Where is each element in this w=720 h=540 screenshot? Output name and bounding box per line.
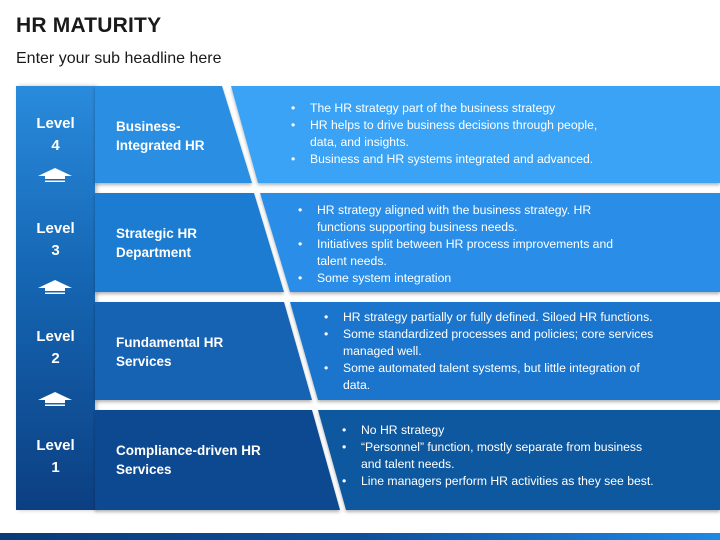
level-2-label: Level 2 <box>36 328 75 367</box>
list-item: Some system integration <box>295 270 613 287</box>
level-1-name-band <box>95 410 340 510</box>
level-4-label: Level 4 <box>36 115 75 154</box>
up-arrow-icon <box>38 168 72 182</box>
list-item: HR strategy partially or fully defined. … <box>321 309 653 326</box>
list-item: No HR strategy <box>339 422 654 439</box>
page-title: HR MATURITY <box>16 14 162 37</box>
level-3-name-band <box>95 193 284 292</box>
level-3-name: Strategic HR Department <box>116 226 198 260</box>
level-1-name: Compliance-driven HR Services <box>116 443 261 477</box>
up-arrow-icon <box>38 392 72 406</box>
list-item: Some standardized processes and policies… <box>321 326 653 360</box>
list-item: HR helps to drive business decisions thr… <box>288 117 597 151</box>
list-item: Some automated talent systems, but littl… <box>321 360 653 394</box>
list-item: Line managers perform HR activities as t… <box>339 473 654 490</box>
list-item: “Personnel” function, mostly separate fr… <box>339 439 654 473</box>
list-item: HR strategy aligned with the business st… <box>295 202 613 236</box>
list-item: Initiatives split between HR process imp… <box>295 236 613 270</box>
level-3-description: HR strategy aligned with the business st… <box>295 202 613 287</box>
list-item: Business and HR systems integrated and a… <box>288 151 597 168</box>
level-4-name-band <box>95 86 252 183</box>
level-2-name: Fundamental HR Services <box>116 335 224 369</box>
page-subtitle: Enter your sub headline here <box>16 50 222 67</box>
level-4-name: Business- Integrated HR <box>116 119 205 153</box>
list-item: The HR strategy part of the business str… <box>288 100 597 117</box>
level-4-description: The HR strategy part of the business str… <box>288 100 597 168</box>
level-2-name-band <box>95 302 312 400</box>
level-2-description: HR strategy partially or fully defined. … <box>321 309 653 394</box>
up-arrow-icon <box>38 280 72 294</box>
level-1-label: Level 1 <box>36 437 75 476</box>
level-3-label: Level 3 <box>36 220 75 259</box>
level-1-description: No HR strategy “Personnel” function, mos… <box>339 422 654 490</box>
level-column <box>16 86 95 510</box>
footer-bar <box>0 533 720 540</box>
